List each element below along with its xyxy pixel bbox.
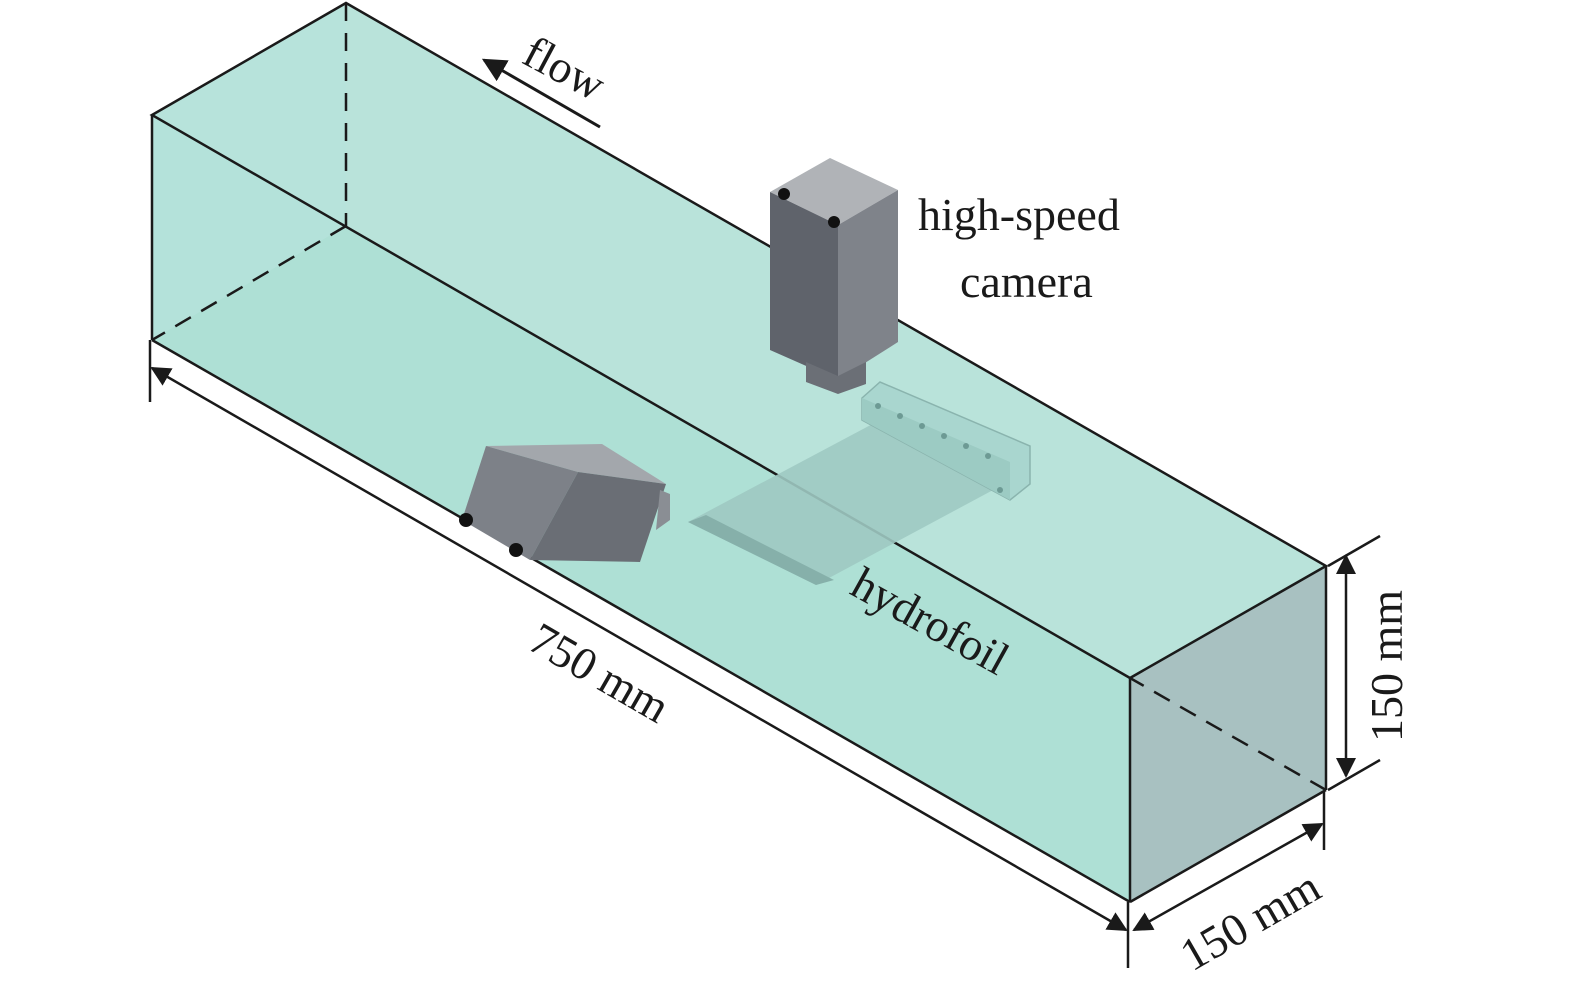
height-dimension xyxy=(1327,534,1381,792)
camera-label-line1: high-speed xyxy=(918,189,1120,240)
camera-mount-dot xyxy=(828,216,840,228)
side-camera-dot xyxy=(459,513,473,527)
high-speed-camera xyxy=(770,158,898,394)
camera-mount-dot xyxy=(778,188,790,200)
width-label: 150 mm xyxy=(1172,860,1329,980)
camera-label-line2: camera xyxy=(960,256,1093,307)
hidden-edges xyxy=(151,3,1327,792)
flow-arrow xyxy=(481,58,601,129)
length-label: 750 mm xyxy=(521,612,678,732)
flow-label: flow xyxy=(515,26,614,111)
height-label: 150 mm xyxy=(1361,590,1412,742)
width-dimension xyxy=(1132,792,1326,932)
side-camera-dot xyxy=(509,543,523,557)
length-dimension xyxy=(148,340,1130,968)
